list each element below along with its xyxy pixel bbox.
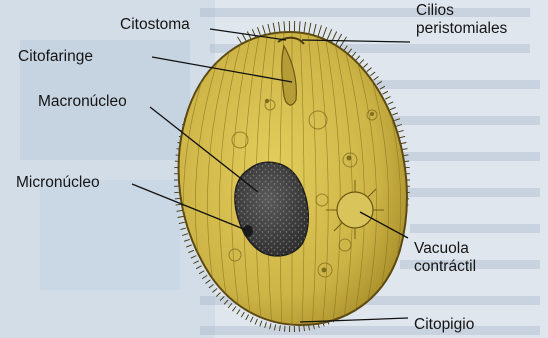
label-vacuola-contractil: Vacuola contráctil [414,240,476,276]
cilium [285,326,286,332]
label-vacuola-line2: contráctil [414,258,476,276]
micronucleus [243,225,253,237]
label-citopigio: Citopigio [414,316,474,334]
label-vacuola-line1: Vacuola [414,240,476,258]
label-citostoma: Citostoma [120,16,190,34]
label-cilios-line2: peristomiales [416,20,507,38]
label-micronucleo: Micronúcleo [16,174,100,192]
label-citofaringe: Citofaringe [18,48,93,66]
label-macronucleo: Macronúcleo [38,93,127,111]
label-cilios-line1: Cilios [416,2,507,20]
label-cilios-peristomiales: Cilios peristomiales [416,2,507,38]
cilium [299,326,300,332]
